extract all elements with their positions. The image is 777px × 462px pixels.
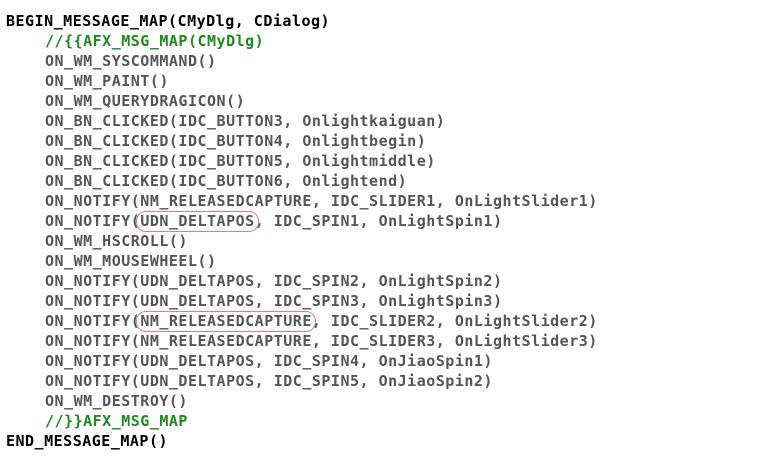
code-text: ON_BN_CLICKED(IDC_BUTTON4, Onlightbegin)	[45, 132, 427, 150]
code-text: ON_WM_HSCROLL()	[45, 232, 188, 250]
code-text: , IDC_SPIN1, OnLightSpin1)	[254, 212, 503, 230]
code-text: ON_WM_PAINT()	[45, 72, 169, 90]
code-line: ON_BN_CLICKED(IDC_BUTTON6, Onlightend)	[6, 171, 598, 191]
code-text: //}}AFX_MSG_MAP	[45, 412, 188, 430]
code-text: ON_BN_CLICKED(IDC_BUTTON3, Onlightkaigua…	[45, 112, 446, 130]
code-line: ON_BN_CLICKED(IDC_BUTTON3, Onlightkaigua…	[6, 111, 598, 131]
code-line: ON_WM_QUERYDRAGICON()	[6, 91, 598, 111]
code-text: ON_WM_MOUSEWHEEL()	[45, 252, 217, 270]
code-text: ON_NOTIFY(NM_RELEASEDCAPTURE, IDC_SLIDER…	[45, 192, 598, 210]
code-text: ON_NOTIFY(UDN_DELTAPOS, IDC_SPIN2, OnLig…	[45, 272, 503, 290]
code-line: ON_NOTIFY(NM_RELEASEDCAPTURE, IDC_SLIDER…	[6, 191, 598, 211]
code-text: ON_NOTIFY(	[45, 312, 141, 330]
code-line: ON_NOTIFY(NM_RELEASEDCAPTURE, IDC_SLIDER…	[6, 331, 598, 351]
code-line: ON_NOTIFY(UDN_DELTAPOS, IDC_SPIN5, OnJia…	[6, 371, 598, 391]
code-text: ON_BN_CLICKED(IDC_BUTTON5, Onlightmiddle…	[45, 152, 436, 170]
code-line: ON_NOTIFY(NM_RELEASEDCAPTURE, IDC_SLIDER…	[6, 311, 598, 332]
code-text: ON_WM_DESTROY()	[45, 392, 188, 410]
code-text: //{{AFX_MSG_MAP(CMyDlg)	[45, 32, 265, 50]
code-text: ON_NOTIFY(UDN_DELTAPOS, IDC_SPIN3, OnLig…	[45, 292, 503, 310]
code-line: END_MESSAGE_MAP()	[6, 431, 598, 451]
code-text: ON_NOTIFY(UDN_DELTAPOS, IDC_SPIN4, OnJia…	[45, 352, 493, 370]
code-line: ON_BN_CLICKED(IDC_BUTTON5, Onlightmiddle…	[6, 151, 598, 171]
code-line: ON_NOTIFY(UDN_DELTAPOS, IDC_SPIN3, OnLig…	[6, 291, 598, 311]
code-line: ON_NOTIFY(UDN_DELTAPOS, IDC_SPIN1, OnLig…	[6, 211, 598, 232]
code-line: ON_NOTIFY(UDN_DELTAPOS, IDC_SPIN4, OnJia…	[6, 351, 598, 371]
code-text: , IDC_SLIDER2, OnLightSlider2)	[311, 312, 598, 330]
code-text: BEGIN_MESSAGE_MAP(CMyDlg, CDialog)	[6, 12, 331, 30]
code-line: ON_WM_PAINT()	[6, 71, 598, 91]
code-text: ON_NOTIFY(UDN_DELTAPOS, IDC_SPIN5, OnJia…	[45, 372, 493, 390]
code-line: ON_WM_MOUSEWHEEL()	[6, 251, 598, 271]
circled-highlight-annotation: NM_RELEASEDCAPTURE	[136, 311, 316, 332]
code-text: ON_NOTIFY(	[45, 212, 141, 230]
code-line: ON_WM_HSCROLL()	[6, 231, 598, 251]
code-line: ON_WM_SYSCOMMAND()	[6, 51, 598, 71]
code-line: ON_BN_CLICKED(IDC_BUTTON4, Onlightbegin)	[6, 131, 598, 151]
code-line: BEGIN_MESSAGE_MAP(CMyDlg, CDialog)	[6, 11, 598, 31]
code-text: ON_BN_CLICKED(IDC_BUTTON6, Onlightend)	[45, 172, 408, 190]
code-line: ON_NOTIFY(UDN_DELTAPOS, IDC_SPIN2, OnLig…	[6, 271, 598, 291]
circled-highlight-annotation: UDN_DELTAPOS	[136, 211, 260, 232]
code-text: ON_WM_SYSCOMMAND()	[45, 52, 217, 70]
code-line: ON_WM_DESTROY()	[6, 391, 598, 411]
code-comment-line: //}}AFX_MSG_MAP	[6, 411, 598, 431]
code-text: ON_NOTIFY(NM_RELEASEDCAPTURE, IDC_SLIDER…	[45, 332, 598, 350]
code-text: END_MESSAGE_MAP()	[6, 432, 169, 450]
code-block: BEGIN_MESSAGE_MAP(CMyDlg, CDialog) //{{AF…	[6, 11, 598, 451]
code-text: ON_WM_QUERYDRAGICON()	[45, 92, 246, 110]
code-comment-line: //{{AFX_MSG_MAP(CMyDlg)	[6, 31, 598, 51]
